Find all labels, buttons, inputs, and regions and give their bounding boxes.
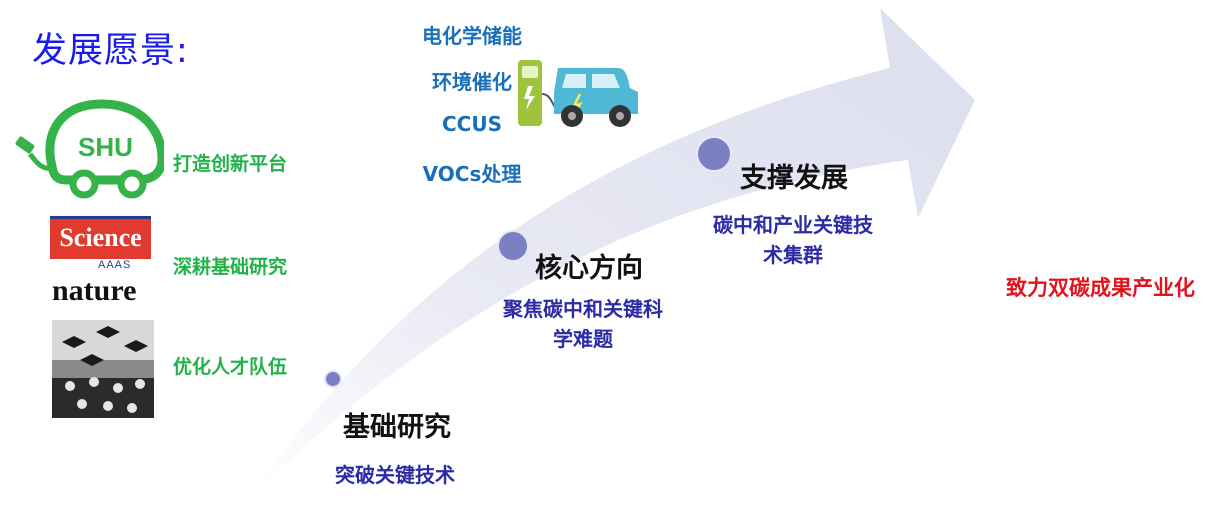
application-ccus: CCUS [442,112,502,136]
application-electrochemical-storage: 电化学储能 [422,24,522,48]
graduation-crowd-photo [52,320,154,418]
pillar-label-platform: 打造创新平台 [173,153,288,175]
science-logo: Science [50,216,151,259]
ev-charging-icon [518,60,638,127]
shu-logo-text: SHU [78,132,133,162]
stage-subtitle-basic-research: 突破关键技术 [335,463,455,487]
application-environmental-catalysis: 环境催化 [432,70,512,94]
nature-logo: nature [52,274,137,307]
page-title: 发展愿景: [32,31,189,71]
stage-title-basic-research: 基础研究 [343,412,451,443]
stage-title-core-direction: 核心方向 [535,253,643,284]
stage-subtitle-core-direction: 聚焦碳中和关键科 学难题 [493,294,673,354]
pillar-label-research: 深耕基础研究 [173,256,288,278]
application-vocs-treatment: VOCs处理 [422,162,522,186]
stage-subtitle-line: 聚焦碳中和关键科 [503,297,663,321]
shu-logo: SHU [15,99,164,199]
stage-marker-core-direction [497,230,529,262]
stage-subtitle-line: 碳中和产业关键技 [713,213,873,237]
aaas-text: AAAS [98,259,132,271]
science-logo-text: Science [59,223,142,252]
pillar-label-talent: 优化人才队伍 [173,356,288,378]
stage-marker-support-development [696,136,732,172]
stage-subtitle-line: 学难题 [553,327,613,351]
stage-subtitle-line: 术集群 [763,243,823,267]
stage-subtitle-support-development: 碳中和产业关键技 术集群 [703,210,883,270]
stage-marker-basic-research [324,370,342,388]
goal-label: 致力双碳成果产业化 [1006,276,1195,300]
stage-title-support-development: 支撑发展 [740,163,848,194]
